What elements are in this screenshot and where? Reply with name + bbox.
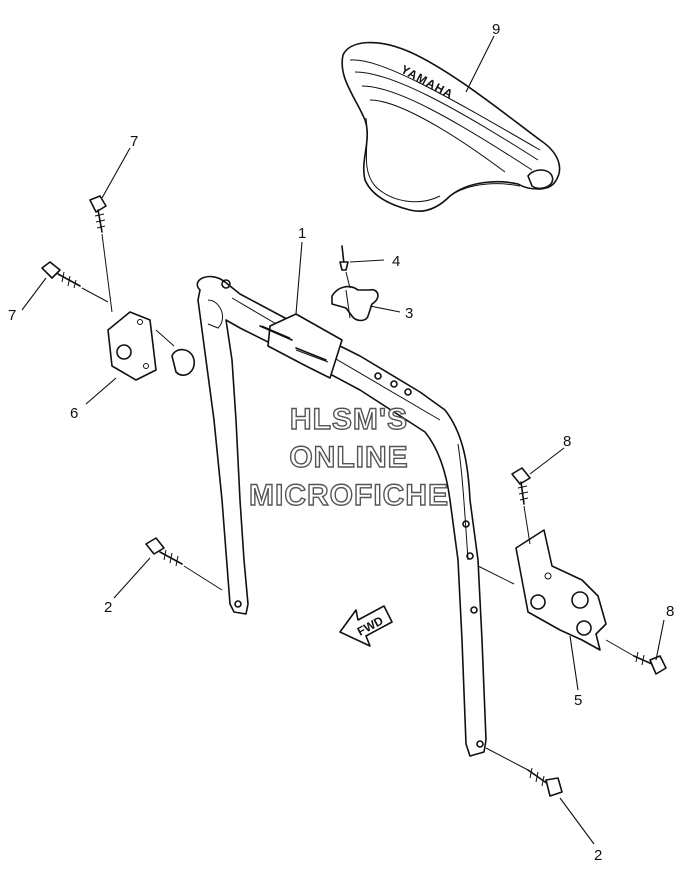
callout-8-upper: 8 (563, 433, 571, 450)
bolt-clamp (259, 325, 327, 361)
mount-plate-right (515, 529, 607, 651)
bolt-7-upper (89, 195, 107, 233)
handlebar-frame (196, 275, 487, 757)
bar-clamp-block (261, 313, 343, 379)
bolt-8-right (633, 651, 667, 675)
watermark-line-2: ONLINE (289, 441, 408, 474)
bolt-7-left (41, 261, 81, 289)
watermark: HLSM'S ONLINE MICROFICHE (248, 402, 449, 512)
callout-2-left: 2 (104, 599, 112, 616)
assembly-lines (81, 233, 635, 771)
bolt-8-upper (511, 467, 531, 505)
callout-9: 9 (492, 21, 500, 38)
callout-8-right: 8 (666, 603, 674, 620)
callout-labels: 1 2 2 3 4 5 6 7 7 8 8 9 (8, 21, 674, 864)
callout-7-left: 7 (8, 307, 16, 324)
bolt-2-left (145, 537, 183, 567)
callout-6: 6 (70, 405, 78, 422)
split-pin (339, 245, 349, 271)
callout-5: 5 (574, 692, 582, 709)
seat-cushion: YAMAHA (341, 41, 561, 212)
mount-plate-left (107, 311, 195, 381)
bolt-2-right (527, 767, 563, 797)
clip-bracket (331, 285, 379, 322)
fwd-arrow: FWD (339, 605, 393, 647)
callout-1: 1 (298, 225, 306, 242)
watermark-line-1: HLSM'S (290, 403, 408, 436)
leader-lines (21, 35, 665, 845)
callout-3: 3 (405, 305, 413, 322)
callout-7-upper: 7 (130, 133, 138, 150)
callout-2-right: 2 (594, 847, 602, 864)
callout-4: 4 (392, 253, 400, 270)
watermark-line-3: MICROFICHE (249, 479, 449, 512)
